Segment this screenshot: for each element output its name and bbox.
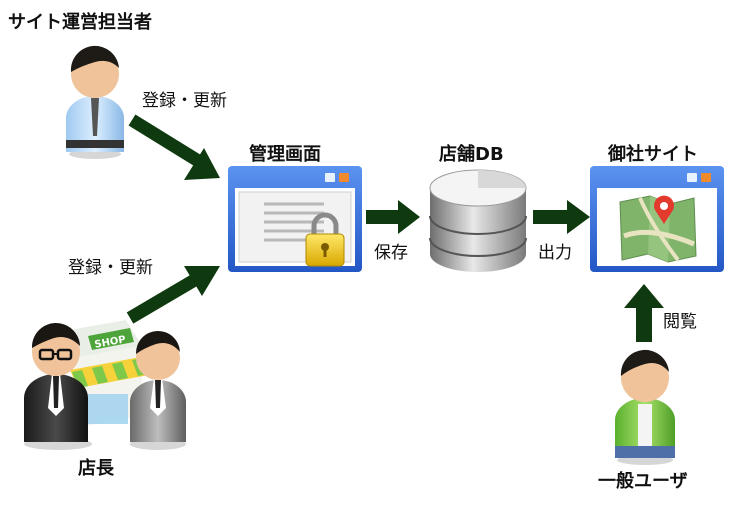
store-manager-right-avatar — [130, 330, 186, 442]
arrow-manager-to-admin — [126, 266, 220, 324]
arrow-admin-to-db — [366, 200, 420, 234]
lock-icon — [305, 212, 345, 267]
view-label: 閲覧 — [663, 312, 697, 332]
glasses-icon — [38, 348, 73, 361]
arrow-user-to-site — [624, 284, 664, 342]
operator-register-update-label: 登録・更新 — [142, 91, 227, 111]
general-user-label: 一般ユーザ — [598, 471, 688, 492]
arrow-operator-to-admin — [128, 114, 220, 180]
window-close-icon — [701, 173, 711, 182]
window-min-icon — [687, 173, 697, 182]
store-manager-label: 店長 — [78, 458, 114, 479]
window-close-icon — [339, 173, 349, 182]
map-icon — [619, 195, 697, 263]
general-user-avatar — [615, 349, 675, 465]
shop-building-icon: SHOP — [58, 320, 154, 428]
shop-sign: SHOP — [94, 334, 127, 350]
site-operator-label: サイト運営担当者 — [8, 12, 152, 33]
store-manager-left-avatar — [24, 322, 88, 442]
manager-register-update-label: 登録・更新 — [68, 258, 153, 278]
arrow-db-to-site — [533, 200, 590, 234]
window-min-icon — [325, 173, 335, 182]
admin-panel-label: 管理画面 — [249, 144, 321, 165]
store-with-managers: SHOP — [24, 320, 186, 450]
company-site-window — [590, 166, 724, 272]
store-db-label: 店舗DB — [439, 144, 504, 165]
database-icon — [429, 169, 527, 272]
site-operator-avatar — [66, 45, 124, 159]
save-label: 保存 — [374, 243, 408, 263]
output-label: 出力 — [538, 243, 572, 263]
tie-icon — [91, 98, 99, 136]
company-site-label: 御社サイト — [608, 144, 698, 165]
admin-panel-window — [228, 166, 362, 272]
